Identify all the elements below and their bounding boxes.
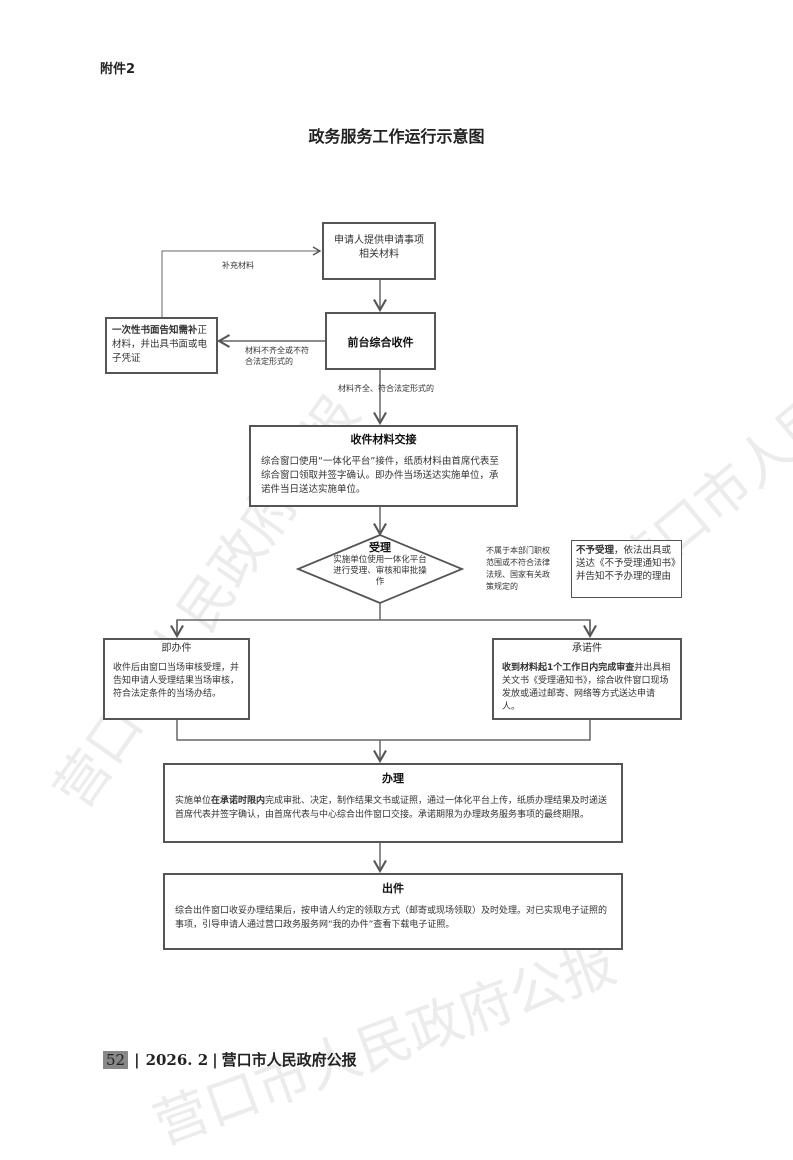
edge-label-incomplete: 材料不齐全或不符合法定形式的 bbox=[245, 346, 309, 366]
node-process: 办理 实施单位在承诺时限内完成审批、决定，制作结果文书或证照，通过一体化平台上传… bbox=[163, 763, 623, 843]
node-apply: 申请人提供申请事项相关材料 bbox=[322, 222, 436, 280]
edge-label-supplement: 补充材料 bbox=[222, 261, 254, 270]
footer: 52 | 2026. 2 | 营口市人民政府公报 bbox=[103, 1049, 357, 1070]
promise-rest: 并出具相关文书《受理通知书》，综合收件窗口现场发放或通过邮寄、网络等方式送达申请… bbox=[502, 663, 671, 712]
process-rest: 完成审批、决定，制作结果文书或证照，通过一体化平台上传，纸质办理结果及时递送首席… bbox=[175, 796, 608, 820]
accept-diamond bbox=[295, 534, 465, 604]
process-pre: 实施单位 bbox=[175, 796, 212, 806]
issue: 2026. 2 bbox=[145, 1050, 209, 1069]
node-reject: 不予受理，依法出具或送达《不予受理通知书》并告知不予办理的理由 bbox=[571, 540, 682, 598]
page-title: 政务服务工作运行示意图 bbox=[308, 127, 485, 146]
node-promise: 承诺件 收到材料起1个工作日内完成审查并出具相关文书《受理通知书》，综合收件窗口… bbox=[492, 638, 682, 720]
notify-rest: 正材料，并出具书面或电子凭证 bbox=[112, 325, 208, 364]
footer-separator: | bbox=[134, 1050, 140, 1069]
node-deliver: 出件 综合出件窗口收妥办理结果后，按申请人约定的领取方式（邮寄或现场领取）及时处… bbox=[163, 873, 623, 950]
notify-bold: 一次性书面告知需补 bbox=[112, 325, 198, 336]
attachment-label: 附件2 bbox=[100, 62, 136, 77]
reject-bold: 不予受理 bbox=[576, 545, 615, 556]
promise-bold: 收到材料起1个工作日内完成审查 bbox=[502, 663, 635, 673]
publication-name: 营口市人民政府公报 bbox=[221, 1051, 357, 1069]
node-handover: 收件材料交接 综合窗口使用“一体化平台”接件，纸质材料由首席代表至综合窗口领取并… bbox=[249, 425, 518, 507]
node-front-desk: 前台综合收件 bbox=[325, 312, 436, 370]
node-notify-supplement: 一次性书面告知需补正材料，并出具书面或电子凭证 bbox=[105, 317, 218, 374]
page-number: 52 bbox=[103, 1050, 129, 1069]
flow-connectors bbox=[161, 246, 597, 874]
reject-rest: ，依法出具或送达《不予受理通知书》并告知不予办理的理由 bbox=[576, 545, 676, 582]
footer-separator: | bbox=[212, 1050, 218, 1069]
edge-label-complete: 材料齐全、符合法定形式的 bbox=[338, 384, 434, 393]
node-accept: 受理 实施单位使用一体化平台进行受理、审核和审批操作 bbox=[333, 541, 427, 587]
process-bold: 在承诺时限内 bbox=[211, 796, 266, 806]
edge-label-not-jurisdiction: 不属于本部门职权范围或不符合法律法规、国家有关政策规定的 bbox=[486, 546, 550, 591]
node-instant: 即办件 收件后由窗口当场审核受理，并告知申请人受理结果当场审核，符合法定条件的当… bbox=[103, 638, 250, 720]
